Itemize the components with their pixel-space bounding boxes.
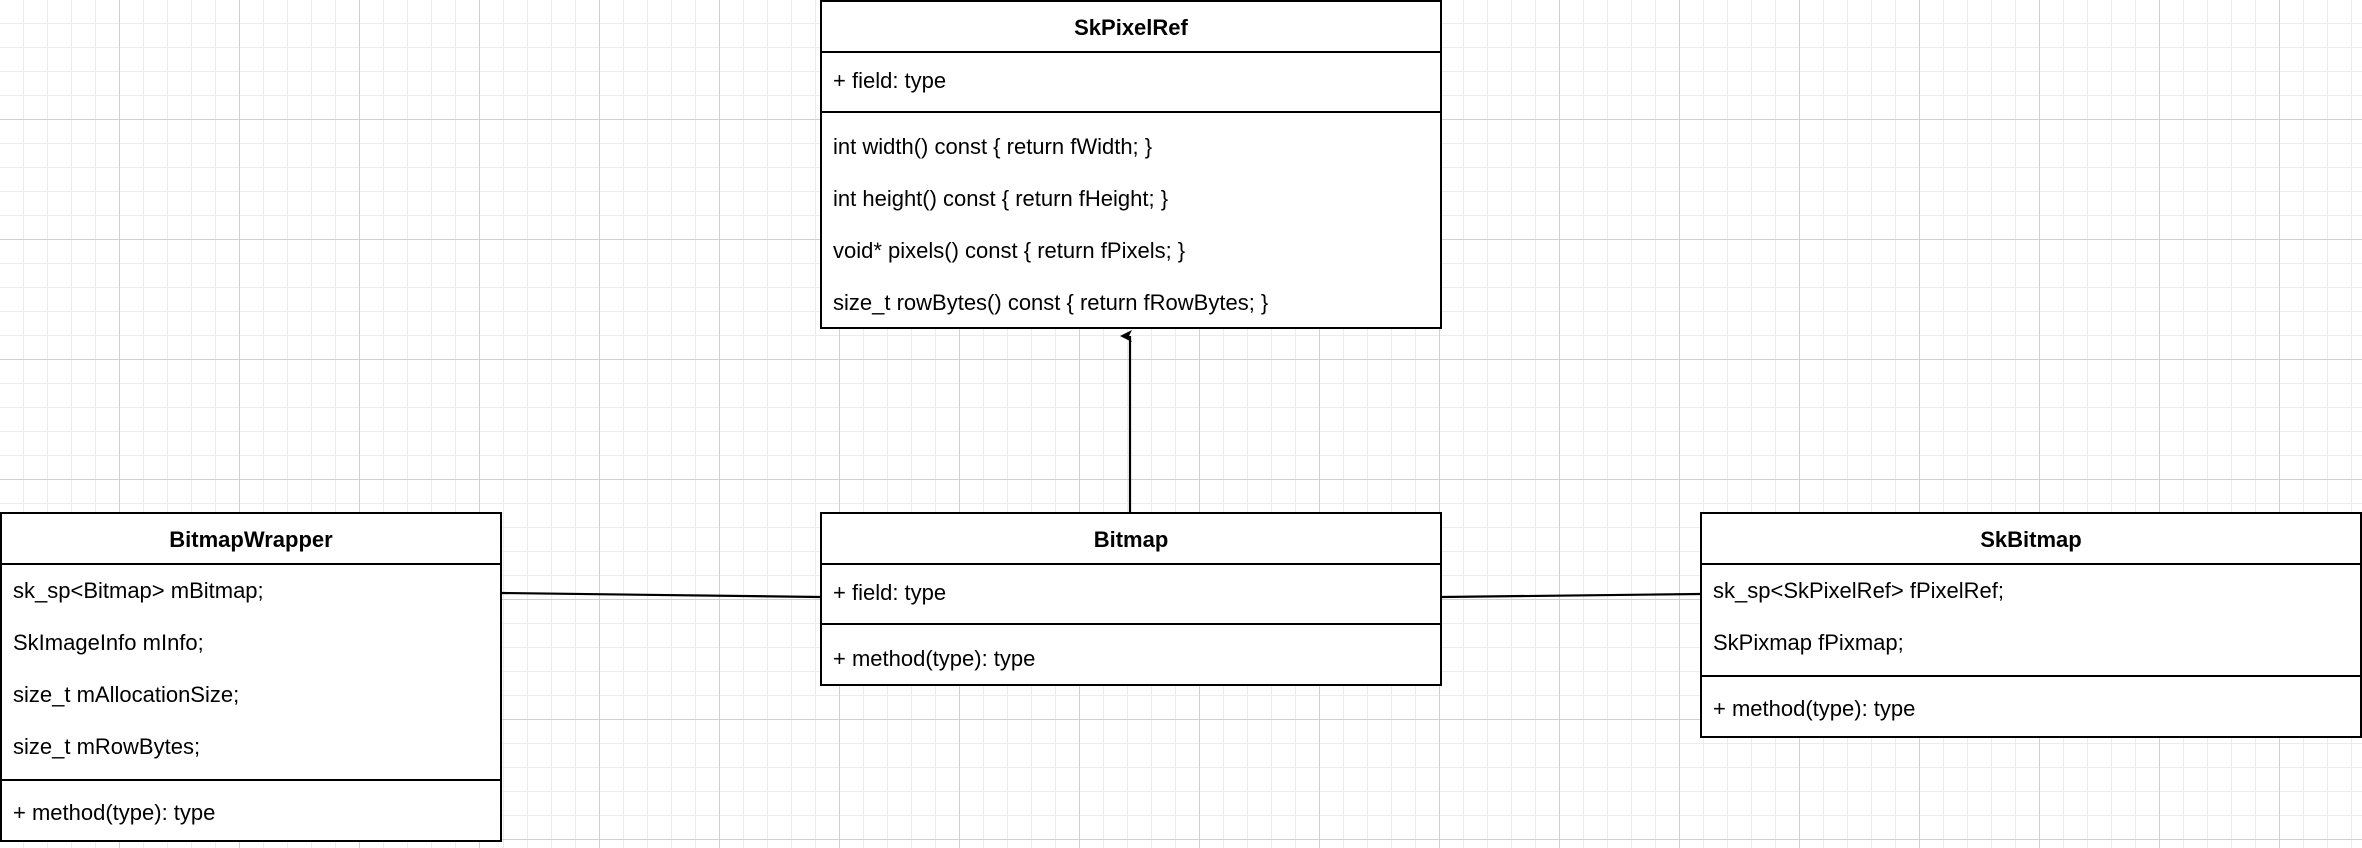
class-bitmapwrapper[interactable]: BitmapWrapper sk_sp<Bitmap> mBitmap; SkI… <box>0 512 502 842</box>
fields-section-skpixelref: + field: type <box>822 53 1440 113</box>
fields-section-bitmap: + field: type <box>822 565 1440 625</box>
class-title-bitmapwrapper: BitmapWrapper <box>2 514 500 565</box>
class-bitmap[interactable]: Bitmap + field: type + method(type): typ… <box>820 512 1442 686</box>
method-row[interactable]: + method(type): type <box>833 646 1036 671</box>
method-row[interactable]: int height() const { return fHeight; } <box>833 186 1169 211</box>
class-title-skpixelref: SkPixelRef <box>822 2 1440 53</box>
association-bitmap-skbitmap <box>1441 592 1701 599</box>
field-row[interactable]: sk_sp<SkPixelRef> fPixelRef; <box>1713 578 2005 603</box>
method-row[interactable]: + method(type): type <box>1713 696 1916 721</box>
field-row[interactable]: sk_sp<Bitmap> mBitmap; <box>13 578 264 603</box>
association-bitmapwrapper-bitmap <box>501 591 821 599</box>
field-row[interactable]: size_t mRowBytes; <box>13 734 201 759</box>
field-row[interactable]: + field: type <box>833 580 947 605</box>
methods-section-bitmap: + method(type): type <box>822 625 1440 685</box>
field-row[interactable]: + field: type <box>833 68 947 93</box>
field-row[interactable]: size_t mAllocationSize; <box>13 682 240 707</box>
fields-section-bitmapwrapper: sk_sp<Bitmap> mBitmap; SkImageInfo mInfo… <box>2 565 500 781</box>
field-row[interactable]: SkImageInfo mInfo; <box>13 630 204 655</box>
fields-section-skbitmap: sk_sp<SkPixelRef> fPixelRef; SkPixmap fP… <box>1702 565 2360 677</box>
class-skbitmap[interactable]: SkBitmap sk_sp<SkPixelRef> fPixelRef; Sk… <box>1700 512 2362 738</box>
method-row[interactable]: int width() const { return fWidth; } <box>833 134 1153 159</box>
class-title-skbitmap: SkBitmap <box>1702 514 2360 565</box>
method-row[interactable]: void* pixels() const { return fPixels; } <box>833 238 1186 263</box>
methods-section-bitmapwrapper: + method(type): type <box>2 781 500 839</box>
methods-section-skpixelref: int width() const { return fWidth; } int… <box>822 113 1440 329</box>
class-skpixelref[interactable]: SkPixelRef + field: type int width() con… <box>820 0 1442 329</box>
field-row[interactable]: SkPixmap fPixmap; <box>1713 630 1904 655</box>
method-row[interactable]: size_t rowBytes() const { return fRowByt… <box>833 290 1269 315</box>
method-row[interactable]: + method(type): type <box>13 800 216 825</box>
methods-section-skbitmap: + method(type): type <box>1702 677 2360 735</box>
class-title-bitmap: Bitmap <box>822 514 1440 565</box>
